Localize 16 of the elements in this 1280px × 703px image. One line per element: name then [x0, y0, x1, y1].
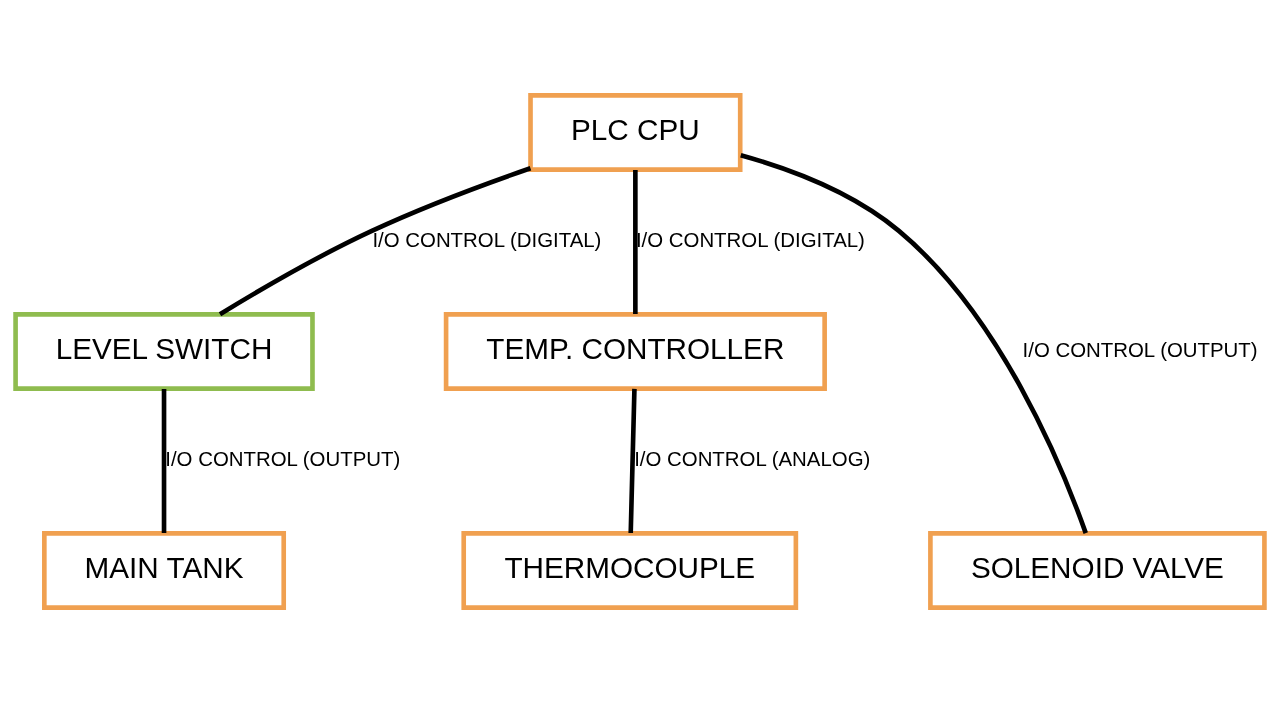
node-box: LEVEL SWITCH	[13, 312, 315, 391]
connector	[218, 166, 532, 317]
edge-label: I/O CONTROL (DIGITAL)	[635, 229, 865, 252]
connector	[161, 388, 167, 533]
connector	[628, 388, 637, 534]
node-box: MAIN TANK	[42, 531, 287, 610]
edge-label: I/O CONTROL (ANALOG)	[634, 448, 871, 471]
edge-label: I/O CONTROL (OUTPUT)	[165, 448, 401, 471]
node-box: PLC CPU	[528, 93, 743, 172]
node-box: SOLENOID VALVE	[928, 531, 1267, 610]
node-box: THERMOCOUPLE	[461, 531, 799, 610]
connector	[633, 169, 638, 315]
connector	[740, 153, 1088, 534]
node-box: TEMP. CONTROLLER	[443, 312, 827, 391]
edge-label: I/O CONTROL (OUTPUT)	[1022, 338, 1258, 361]
edge-label: I/O CONTROL (DIGITAL)	[372, 229, 602, 252]
